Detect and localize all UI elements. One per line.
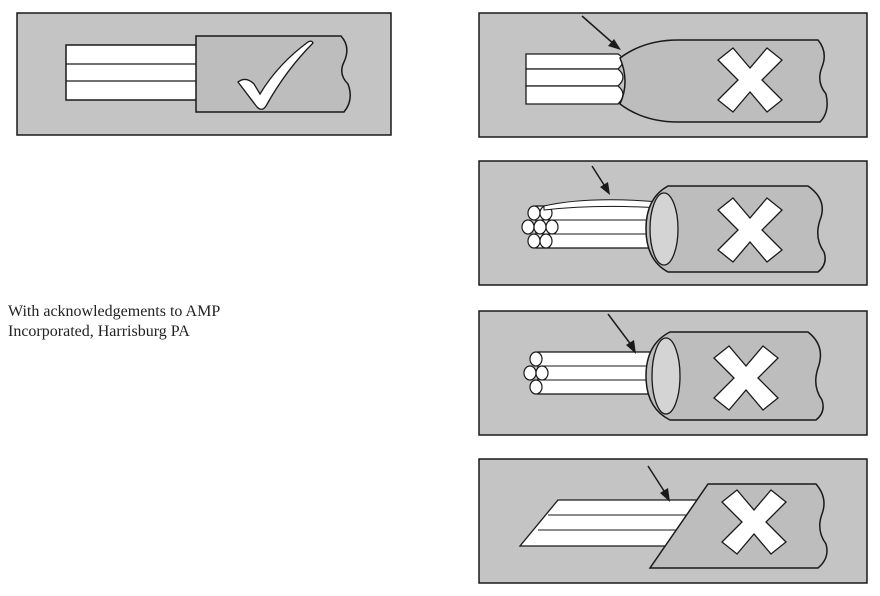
check-icon [237,40,314,110]
insulation-end [651,337,681,415]
acknowledgement-text: With acknowledgements to AMP Incorporate… [8,302,338,342]
panel-nicked-insulation [478,12,868,138]
panel-frayed-insulation [478,160,868,286]
insulation [619,39,828,123]
conductor [65,44,203,101]
insulation-end [649,192,679,266]
cross-icon [717,47,783,113]
arrow-icon [581,15,621,50]
arrow-icon [591,165,610,195]
panel-correct-strip [16,12,392,136]
cross-icon [721,489,787,555]
cross-icon [717,197,783,263]
acknowledgement-line-2: Incorporated, Harrisburg PA [8,323,190,340]
acknowledgement-line-1: With acknowledgements to AMP [8,303,221,320]
arrow-icon [607,313,636,354]
cross-icon [713,345,779,411]
arrow-icon [647,465,670,502]
panel-angled-cut [478,458,868,584]
panel-insulation-fragment [478,310,868,436]
conductor [525,53,624,105]
conductor [521,199,661,249]
insulation [195,35,351,113]
conductor [523,351,668,395]
